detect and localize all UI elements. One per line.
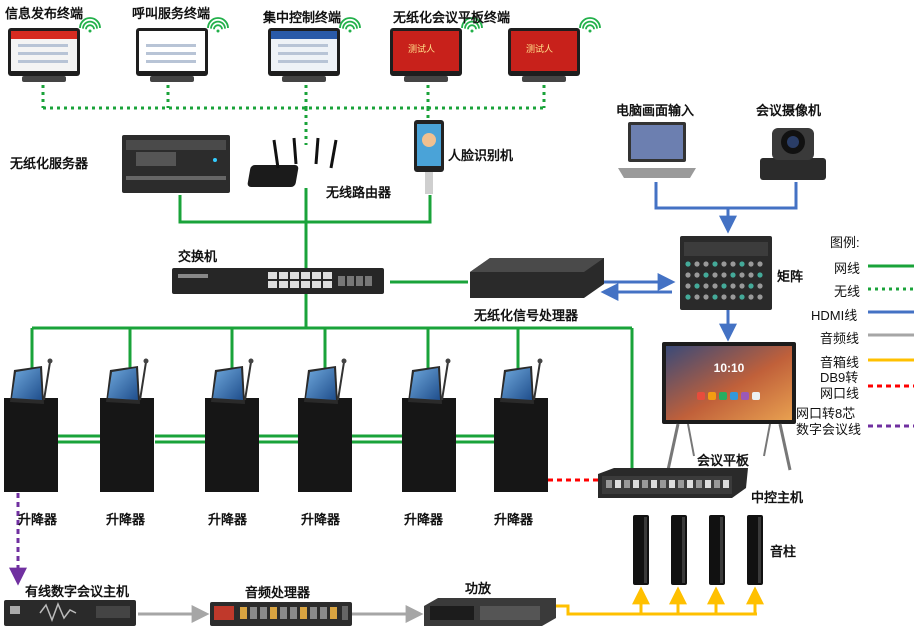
legend-wireless: 无线 <box>834 284 861 299</box>
terminal-tablet <box>268 28 340 82</box>
wifi-icon <box>579 17 601 33</box>
matrix-switcher <box>680 236 772 310</box>
legend-db9: DB9转 网口线 <box>820 370 860 401</box>
lifter <box>298 358 352 492</box>
lifter <box>494 358 548 492</box>
column-speakers <box>633 515 763 585</box>
conference-host-label: 有线数字会议主机 <box>25 584 130 599</box>
column-speaker <box>747 515 763 585</box>
tablet-screen-text: 测试人 <box>408 43 435 55</box>
switch-label: 交换机 <box>178 249 218 264</box>
terminal-tablet <box>136 28 208 82</box>
lifter-label-4: 升降器 <box>301 512 341 527</box>
central-control-ports <box>606 480 729 488</box>
camera-label: 会议摄像机 <box>756 103 822 118</box>
lifter-label-6: 升降器 <box>494 512 534 527</box>
audio-processor <box>210 602 352 626</box>
matrix-ports <box>685 261 763 300</box>
legend-title: 图例: <box>830 235 860 250</box>
switch-ports <box>178 272 372 288</box>
network-links <box>30 188 634 480</box>
lifter-label-1: 升降器 <box>18 512 58 527</box>
audio-processor-label: 音频处理器 <box>245 585 311 600</box>
panel-label: 会议平板 <box>697 453 750 468</box>
legend-digital: 网口转8芯 数字会议线 <box>796 406 862 437</box>
terminal-tablet <box>8 28 80 82</box>
router-label: 无线路由器 <box>326 185 392 200</box>
terminal-label-control: 集中控制终端 <box>263 10 342 25</box>
conference-panel: 10:10 <box>662 342 796 471</box>
column-speaker <box>633 515 649 585</box>
audio-processor-controls <box>214 606 348 620</box>
lifter-label-5: 升降器 <box>404 512 444 527</box>
wireless-links <box>41 85 546 145</box>
hdmi-links <box>600 182 798 342</box>
amplifier-label: 功放 <box>465 581 492 596</box>
speaker-links <box>555 586 764 616</box>
wifi-icon <box>461 17 483 33</box>
central-control-label: 中控主机 <box>751 490 804 505</box>
signal-processor <box>470 258 604 298</box>
lifter <box>402 358 456 492</box>
legend-hdmi: HDMI线 <box>811 308 858 323</box>
legend-network: 网线 <box>834 261 861 276</box>
wifi-icon <box>339 17 361 33</box>
wifi-icon <box>207 17 229 33</box>
conference-camera <box>760 128 826 180</box>
central-control-host <box>598 468 748 498</box>
column-speaker <box>671 515 687 585</box>
lifter-label-2: 升降器 <box>106 512 146 527</box>
conference-host <box>4 600 136 626</box>
amplifier <box>424 598 556 626</box>
pc-input-label: 电脑画面输入 <box>616 103 695 118</box>
signal-processor-label: 无纸化信号处理器 <box>474 308 579 323</box>
terminal-tablet: 测试人 <box>390 28 462 82</box>
tablet-screen-text: 测试人 <box>526 43 553 55</box>
wireless-router <box>247 137 338 187</box>
lifters-row <box>4 358 548 492</box>
wifi-icon <box>79 17 101 33</box>
legend-lines <box>868 264 914 428</box>
server-label: 无纸化服务器 <box>10 156 89 171</box>
lifter <box>100 358 154 492</box>
face-recognition-device <box>414 120 444 194</box>
column-speaker <box>709 515 725 585</box>
laptop <box>618 122 696 178</box>
legend-audio: 音频线 <box>820 331 860 346</box>
legend-speaker: 音箱线 <box>820 355 860 370</box>
terminal-label-info: 信息发布终端 <box>5 6 84 21</box>
face-label: 人脸识别机 <box>448 148 514 163</box>
terminal-tablet: 测试人 <box>508 28 580 82</box>
terminals-row: 测试人 测试人 <box>8 17 601 82</box>
terminal-label-call: 呼叫服务终端 <box>132 6 211 21</box>
paperless-server <box>122 135 230 193</box>
column-speaker-label: 音柱 <box>770 544 797 559</box>
network-switch <box>172 268 384 294</box>
lifter-label-3: 升降器 <box>208 512 248 527</box>
terminal-label-tablet: 无纸化会议平板终端 <box>393 10 511 25</box>
lifter <box>205 358 259 492</box>
panel-app-icons <box>697 392 760 400</box>
matrix-label: 矩阵 <box>777 269 804 284</box>
panel-clock: 10:10 <box>714 361 745 375</box>
lifter <box>4 358 58 492</box>
